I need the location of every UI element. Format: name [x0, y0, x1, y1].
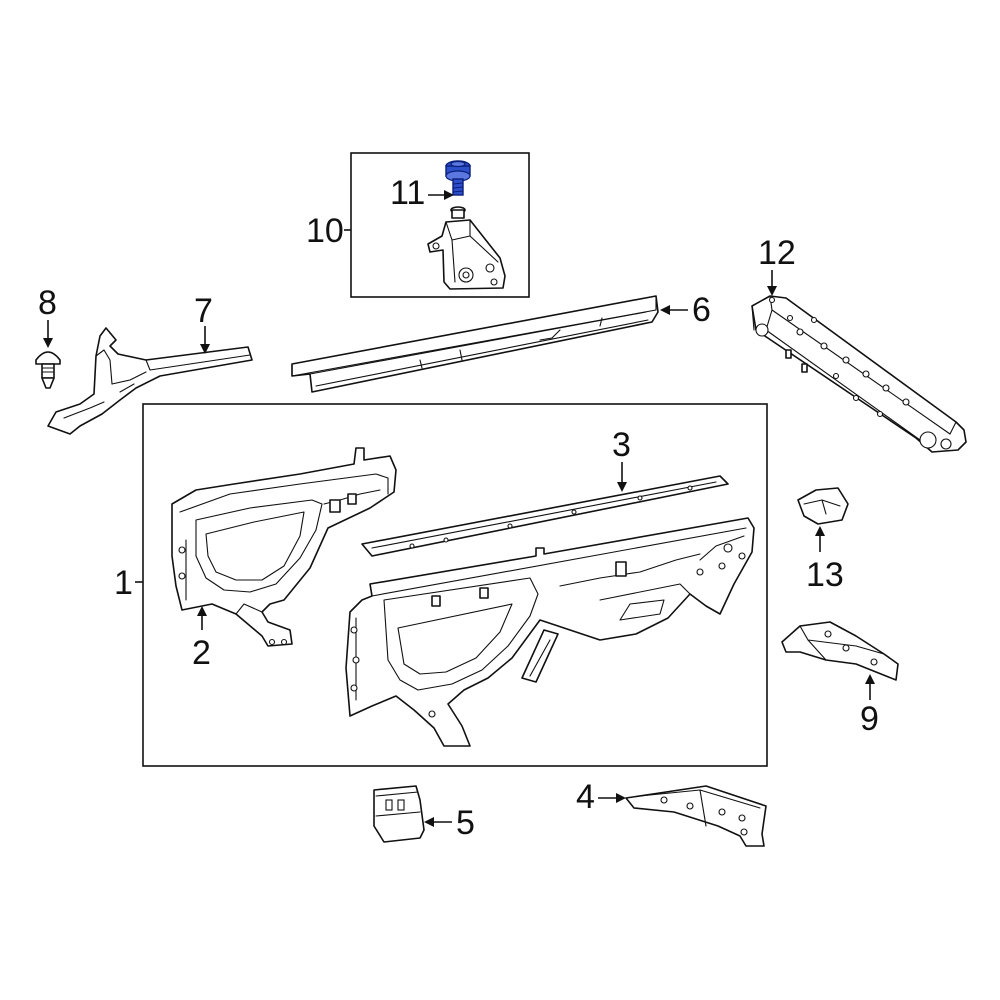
callout-5: 5 [456, 804, 475, 842]
callout-8: 8 [38, 284, 57, 322]
part-10-bracket[interactable] [427, 206, 506, 290]
part-3-rail-strip[interactable] [361, 475, 729, 557]
part-4-gusset[interactable] [625, 785, 767, 847]
part-7-extension[interactable] [47, 327, 253, 435]
part-6-upper-rail[interactable] [291, 295, 659, 393]
part-9-bracket[interactable] [781, 621, 899, 681]
part-12-crossmember[interactable] [751, 295, 967, 453]
callout-7: 7 [194, 292, 213, 330]
callout-10: 10 [306, 212, 344, 250]
callout-6: 6 [692, 291, 711, 329]
part-1-side-member[interactable] [345, 517, 755, 747]
callout-2: 2 [192, 634, 211, 672]
part-11-bolt[interactable] [445, 160, 471, 196]
inset-frame-10 [350, 152, 530, 298]
callout-13: 13 [806, 556, 844, 594]
part-5-bracket[interactable] [373, 785, 425, 843]
inset-frame-1 [142, 403, 768, 767]
callout-4: 4 [576, 778, 595, 816]
callout-11: 11 [390, 174, 425, 212]
callout-12: 12 [758, 234, 796, 272]
part-8-clip[interactable] [35, 351, 61, 389]
loose-strip[interactable] [521, 629, 559, 683]
callout-1: 1 [114, 564, 133, 602]
callout-labels: 11 10 12 6 7 8 3 13 1 2 9 4 5 [38, 174, 879, 842]
leaders [43, 190, 875, 827]
callout-3: 3 [612, 426, 631, 464]
part-13-pad[interactable] [797, 487, 849, 525]
part-2-wheelhouse-panel[interactable] [171, 447, 397, 647]
callout-9: 9 [860, 700, 879, 738]
